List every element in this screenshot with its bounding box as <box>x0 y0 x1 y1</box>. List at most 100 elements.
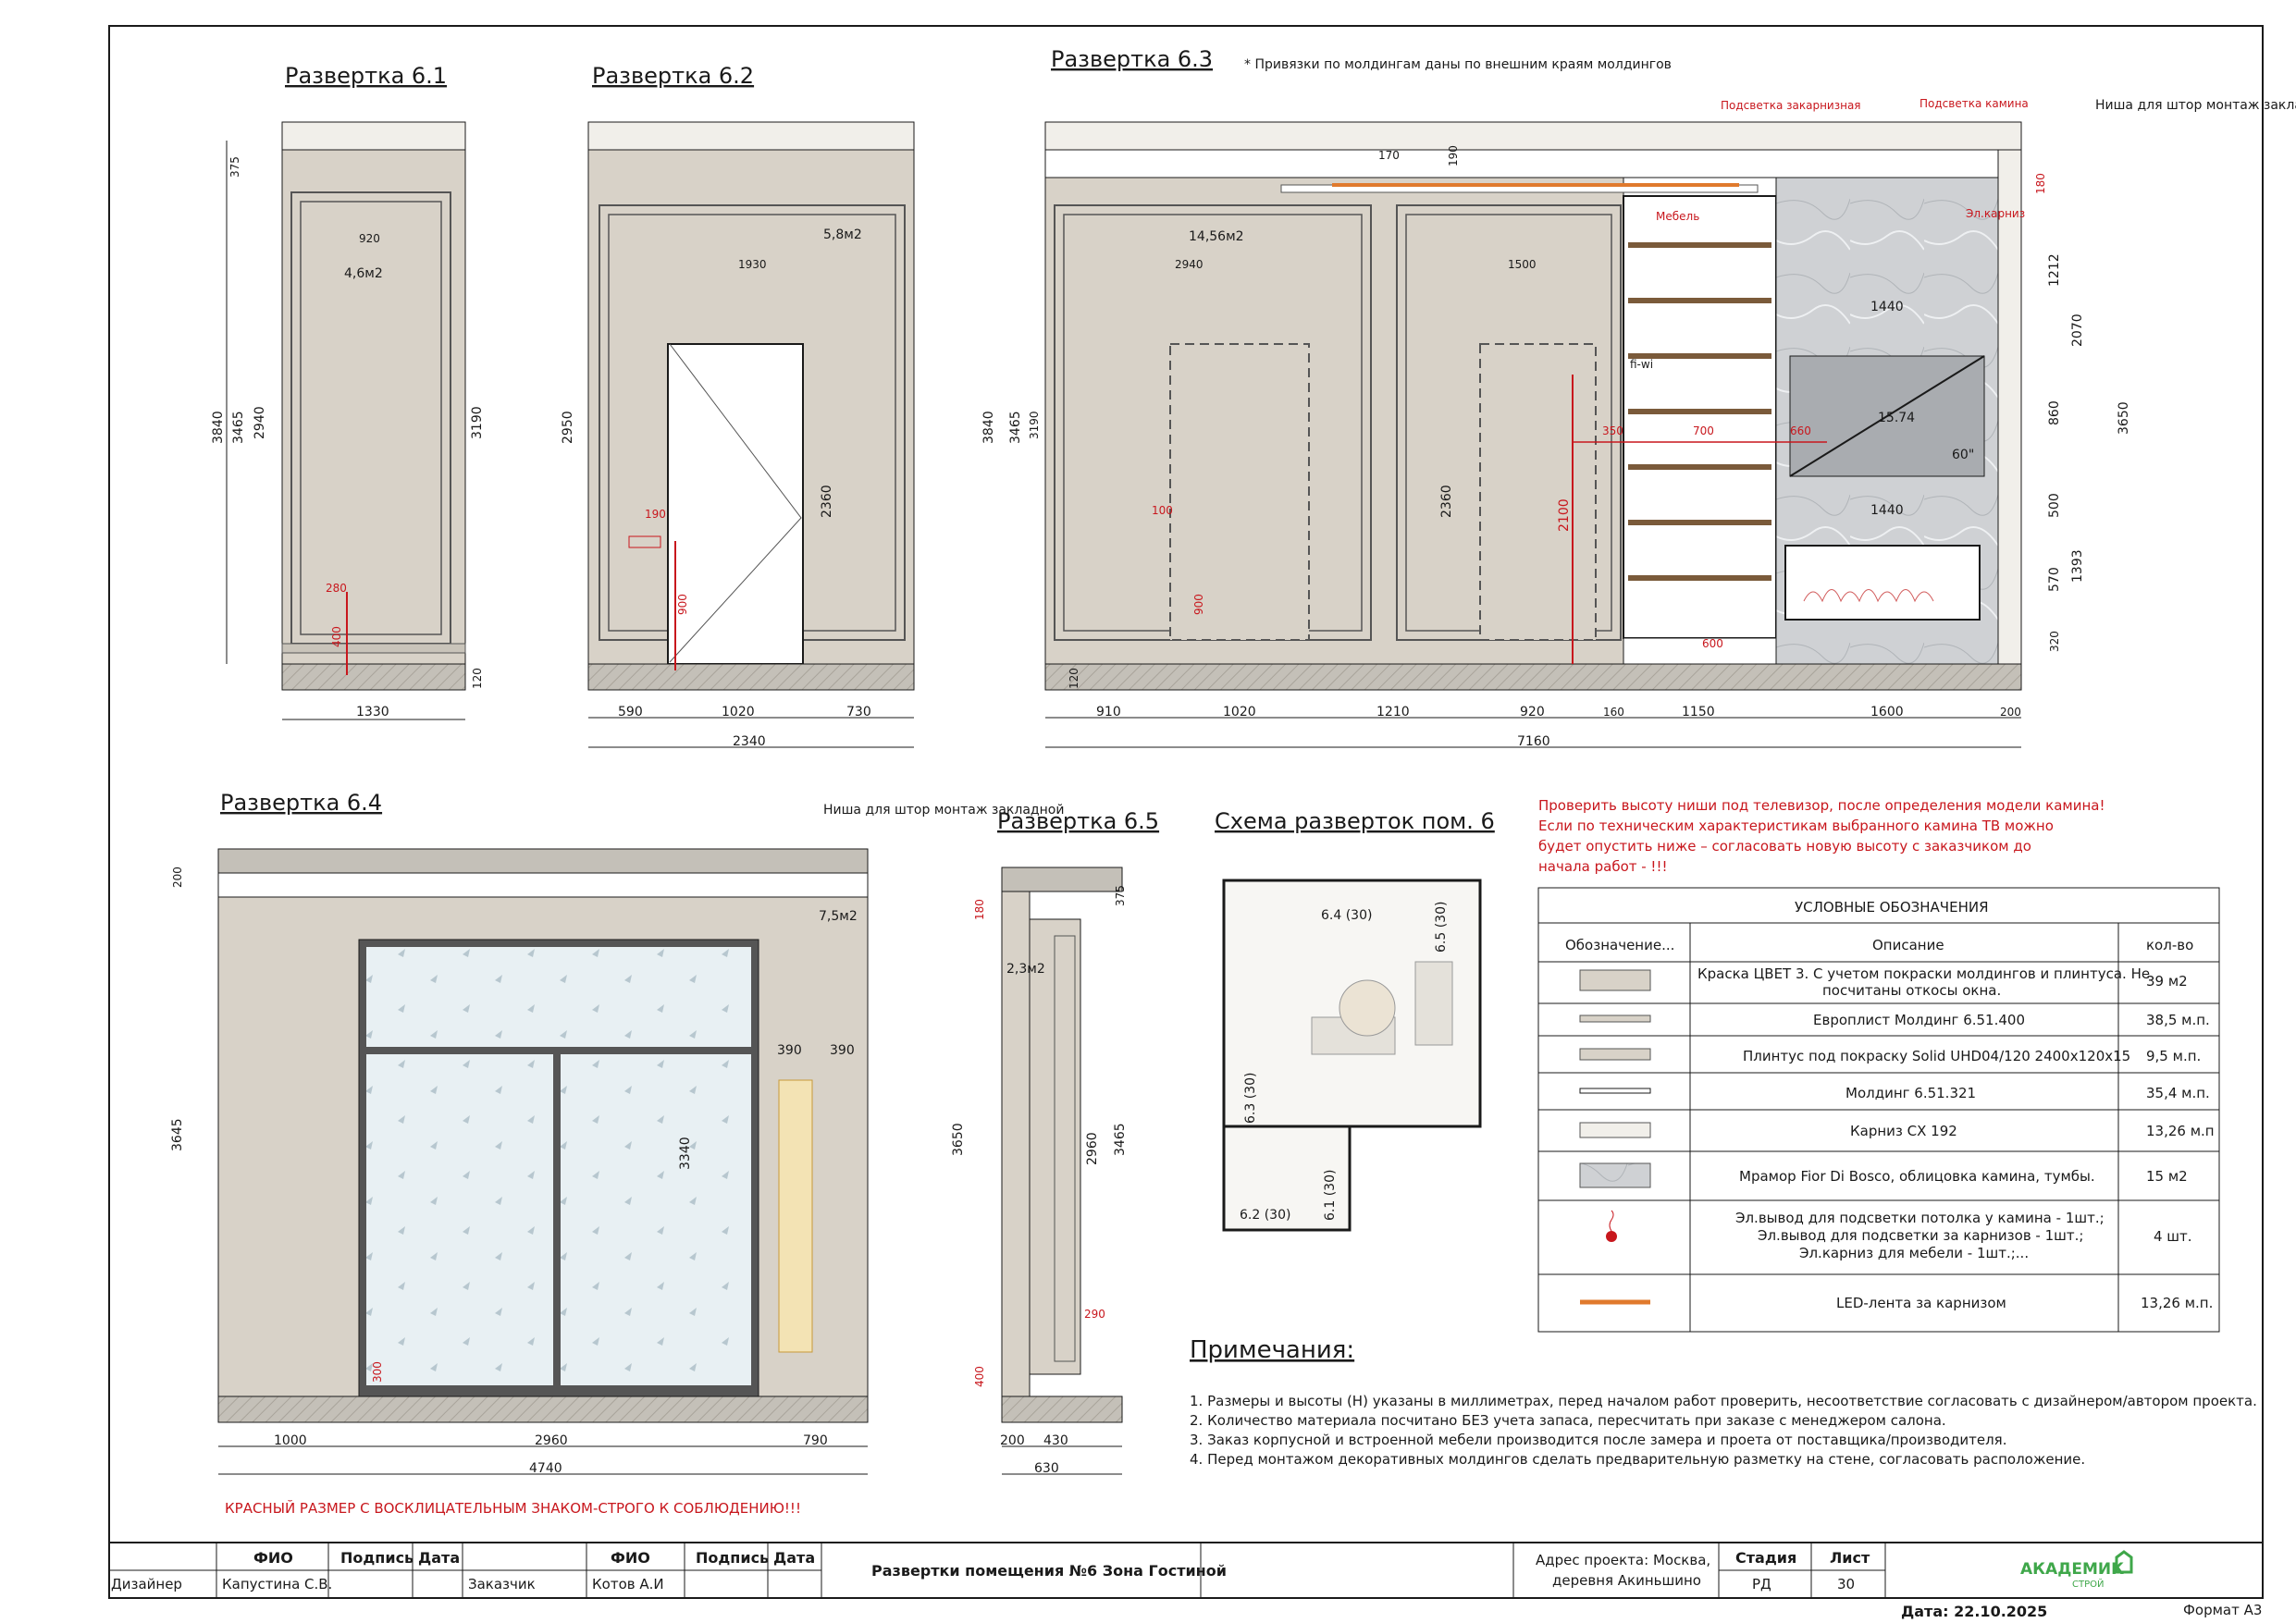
view-6-4: Развертка 6.4 Ниша для штор монтаж закла… <box>170 790 1064 1476</box>
dim-6-5-375: 375 <box>1114 885 1127 906</box>
dim-6-3-tv-w: 1440 <box>1870 300 1904 314</box>
tb-h-sign-2: Подпись <box>696 1549 769 1567</box>
tb-stage-h: Стадия <box>1735 1549 1796 1567</box>
view-6-2: Развертка 6.2 5,8м2 590 1020 730 2340 19… <box>561 63 915 749</box>
dim-6-3-panel2: 1500 <box>1508 258 1537 271</box>
dim-6-1-bottom: 120 <box>471 668 484 689</box>
dim-6-4-390a: 390 <box>777 1043 802 1058</box>
dim-6-3-panel1: 2940 <box>1175 258 1204 271</box>
legend-r4-d: Молдинг 6.51.321 <box>1845 1085 1976 1101</box>
dim-6-3-H: 3840 <box>981 411 996 444</box>
view-6-4-area: 7,5м2 <box>819 909 858 924</box>
dim-6-3-door1: 2360 <box>1439 485 1454 518</box>
tb-sheet-h: Лист <box>1830 1549 1870 1567</box>
view-6-2-title: Развертка 6.2 <box>592 63 754 89</box>
scheme-label-64: 6.4 (30) <box>1321 908 1372 923</box>
dim-6-3-red-100: 100 <box>1152 504 1173 517</box>
legend-title: УСЛОВНЫЕ ОБОЗНАЧЕНИЯ <box>1795 899 1989 916</box>
legend-r4-q: 35,4 м.п. <box>2146 1085 2210 1101</box>
dim-6-2-b: 1020 <box>722 705 755 719</box>
label-furniture: Мебель <box>1656 210 1699 223</box>
legend-table: УСЛОВНЫЕ ОБОЗНАЧЕНИЯ Обозначение... Опис… <box>1537 887 2220 1333</box>
note-4: 4. Перед монтажом декоративных молдингов… <box>1190 1451 2085 1468</box>
red-rule-note: КРАСНЫЙ РАЗМЕР С ВОСКЛИЦАТЕЛЬНЫМ ЗНАКОМ-… <box>225 1499 801 1517</box>
warning-line-1: Проверить высоту ниши под телевизор, пос… <box>1538 797 2105 814</box>
legend-r8-q: 13,26 м.п. <box>2141 1295 2213 1311</box>
brand-sub: СТРОЙ <box>2072 1578 2104 1590</box>
scheme-label-62: 6.2 (30) <box>1240 1208 1290 1223</box>
warning-text: Проверить высоту ниши под телевизор, пос… <box>1538 797 2105 875</box>
view-6-2-area: 5,8м2 <box>823 227 862 242</box>
dim-6-4-H: 3645 <box>170 1118 185 1151</box>
dim-6-5-total: 630 <box>1034 1461 1059 1476</box>
tb-stage: РД <box>1752 1576 1771 1592</box>
dim-6-2-panel: 1930 <box>738 258 767 271</box>
legend-r5-d: Карниз СХ 192 <box>1850 1123 1957 1139</box>
legend-r2-q: 38,5 м.п. <box>2146 1012 2210 1028</box>
dim-6-3-red-900: 900 <box>1192 594 1205 615</box>
legend-r5-q: 13,26 м.п <box>2146 1123 2215 1139</box>
view-6-1: Развертка 6.1 4,6м2 1330 920 3840 3465 2… <box>211 63 485 720</box>
dim-6-3-d: 920 <box>1520 705 1545 719</box>
view-6-3-note: * Привязки по молдингам даны по внешним … <box>1244 57 1672 72</box>
tb-h-date-1: Дата <box>418 1549 460 1567</box>
warning-line-2: Если по техническим характеристикам выбр… <box>1538 818 2054 834</box>
dim-6-1-h4: 3190 <box>470 406 485 439</box>
view-6-3-title: Развертка 6.3 <box>1051 46 1213 72</box>
tv-diagonal: 15.74 <box>1878 411 1915 425</box>
dim-6-3-1393: 1393 <box>2070 549 2085 583</box>
legend-r1-d2: посчитаны откосы окна. <box>1822 982 2001 999</box>
warning-line-3: будет опустить ниже – согласовать новую … <box>1538 838 2031 855</box>
title-block: ФИО Подпись Дата ФИО Подпись Дата Дизайн… <box>108 1542 2264 1620</box>
legend-r8-d: LED-лента за карнизом <box>1836 1295 2006 1311</box>
legend-r7-d2: Эл.вывод для подсветки за карнизов - 1шт… <box>1758 1227 2083 1244</box>
dim-6-5-H: 3650 <box>951 1123 966 1156</box>
dim-6-2-door: 2360 <box>820 485 834 518</box>
brand-logo: АКАДЕМИК СТРОЙ <box>2020 1550 2133 1590</box>
dim-6-3-170: 170 <box>1378 149 1400 162</box>
tb-client-name: Котов А.И <box>592 1576 664 1592</box>
legend-r3-d: Плинтус под покраску Solid UHD04/120 240… <box>1743 1048 2130 1064</box>
dim-6-4-win: 3340 <box>678 1137 693 1170</box>
dim-6-3-g: 1600 <box>1870 705 1904 719</box>
tb-date: Дата: 22.10.2025 <box>1901 1603 2047 1620</box>
legend-h-sym: Обозначение... <box>1565 937 1674 953</box>
dim-6-3-red-h: 2100 <box>1557 498 1572 532</box>
house-icon <box>2115 1550 2133 1574</box>
legend-h-qty: кол-во <box>2146 937 2193 953</box>
dim-6-4-c: 790 <box>803 1433 828 1448</box>
dim-6-3-860: 860 <box>2047 400 2062 425</box>
dim-6-3-fp-w: 1440 <box>1870 503 1904 518</box>
tb-designer-name: Капустина С.В. <box>222 1576 332 1592</box>
note-2: 2. Количество материала посчитано БЕЗ уч… <box>1190 1412 1946 1429</box>
legend-r1-q: 39 м2 <box>2146 973 2188 990</box>
dim-6-3-r2: 700 <box>1693 424 1714 437</box>
scheme-label-65: 6.5 (30) <box>1434 902 1449 953</box>
dim-6-5-a: 200 <box>1000 1433 1025 1448</box>
label-cornice-light: Подсветка закарнизная <box>1721 99 1861 112</box>
legend-r6-d: Мрамор Fior Di Bosco, облицовка камина, … <box>1739 1168 2095 1185</box>
dim-6-3-570: 570 <box>2047 567 2062 592</box>
dim-6-3-500: 500 <box>2047 493 2062 518</box>
label-niche-64: Ниша для штор монтаж закладной <box>823 803 1064 818</box>
dim-6-4-b: 2960 <box>535 1433 568 1448</box>
dim-6-3-3650: 3650 <box>2117 401 2131 435</box>
legend-r1-d1: Краска ЦВЕТ 3. С учетом покраски молдинг… <box>1697 965 2150 982</box>
scheme-label-61: 6.1 (30) <box>1323 1170 1338 1221</box>
notes-section: Примечания: 1. Размеры и высоты (Н) указ… <box>1190 1336 2257 1468</box>
dim-6-3-total: 7160 <box>1517 734 1550 749</box>
view-6-5: Развертка 6.5 2,3м2 200 430 630 3650 296… <box>951 808 1159 1476</box>
view-6-1-area: 4,6м2 <box>344 266 383 281</box>
tb-address-1: Адрес проекта: Москва, <box>1536 1552 1710 1568</box>
dim-6-5-b: 430 <box>1043 1433 1068 1448</box>
dim-6-3-r1: 350 <box>1602 424 1623 437</box>
legend-r2-d: Европлист Молдинг 6.51.400 <box>1813 1012 2025 1028</box>
outlet-icon <box>1606 1231 1617 1242</box>
dim-6-3-1212: 1212 <box>2047 253 2062 287</box>
dim-6-2-red1: 900 <box>676 594 689 615</box>
dim-6-3-320: 320 <box>2048 631 2061 652</box>
dim-6-3-H3: 3190 <box>1028 411 1041 439</box>
dim-6-1-red1: 280 <box>326 582 347 595</box>
dim-6-5-180: 180 <box>973 899 986 920</box>
tb-client-role: Заказчик <box>468 1576 536 1592</box>
